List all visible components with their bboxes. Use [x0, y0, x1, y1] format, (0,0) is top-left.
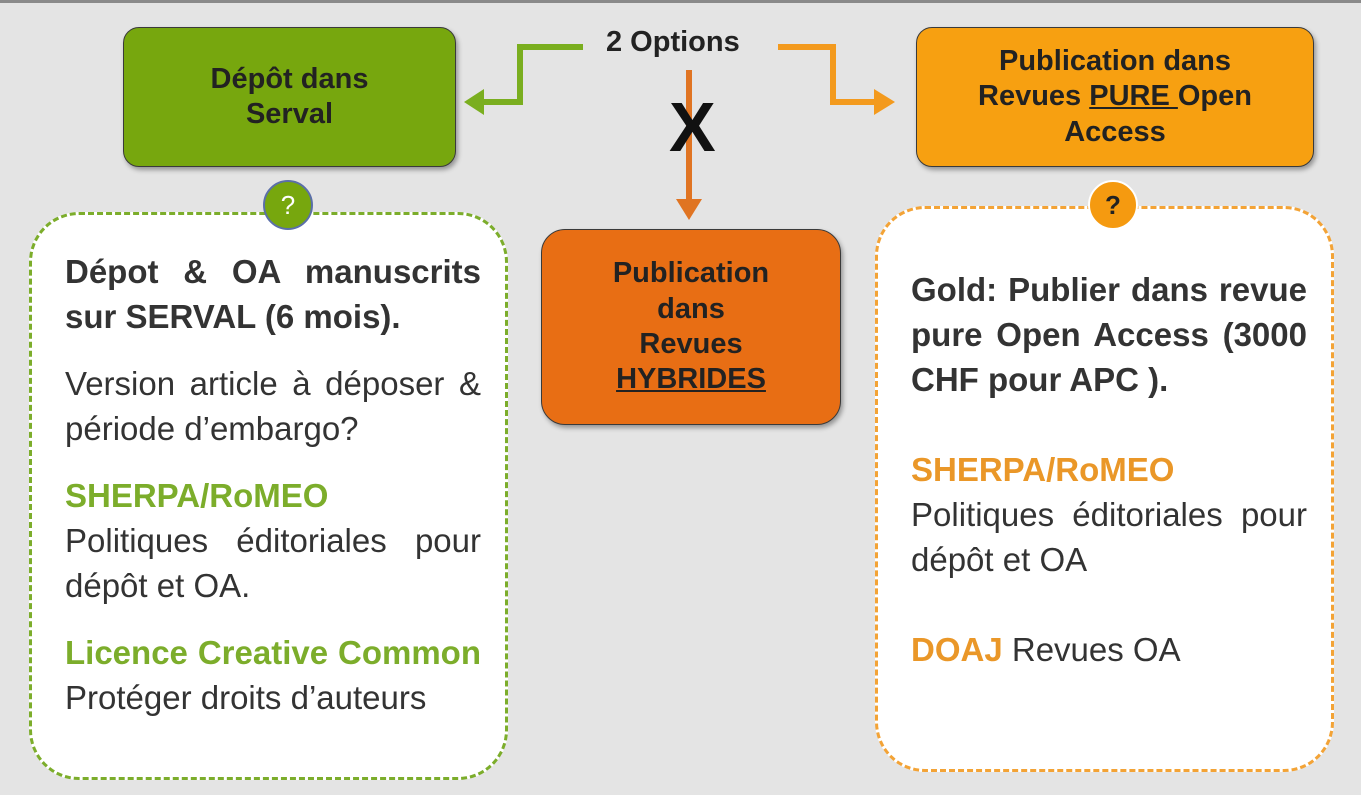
hybrid-journals-box: Publication dans Revues HYBRIDES: [541, 229, 841, 425]
creative-common-desc: Protéger droits d’auteurs: [65, 679, 427, 716]
arrow-head-hybrides: [676, 199, 702, 220]
deposit-serval-box: Dépôt dans Serval: [123, 27, 456, 167]
arrow-head-serval: [464, 89, 484, 115]
deposit-serval-line2: Serval: [245, 98, 334, 130]
pure-open-access-box: Publication dans Revues PURE Open Access: [916, 27, 1314, 167]
gold-oa-text: Gold: Publier dans revue pure Open Acces…: [911, 271, 1307, 398]
pure-oa-underlined: PURE: [1089, 80, 1178, 113]
creative-common-paragraph: Licence Creative Common Protéger droits …: [65, 630, 481, 720]
sherpa-romeo-link[interactable]: SHERPA/RoMEO: [65, 477, 329, 514]
sherpa-romeo-desc-right: Politiques éditoriales pour dépôt et OA: [911, 496, 1307, 578]
help-question-icon-left[interactable]: ?: [263, 180, 313, 230]
sherpa-romeo-desc: Politiques éditoriales pour dépôt et OA.: [65, 522, 481, 604]
pure-oa-line1: Publication dans: [998, 44, 1232, 77]
pure-oa-line2-pre: Revues: [978, 80, 1090, 113]
doaj-desc: Revues OA: [1011, 631, 1181, 668]
hybrid-line2: dans: [657, 292, 725, 325]
pure-oa-line3: Access: [1064, 115, 1166, 148]
arrow-to-pure-oa: [778, 44, 886, 105]
deposit-serval-line1: Dépôt dans: [210, 62, 369, 95]
hybrid-line1: Publication: [612, 257, 770, 290]
hybrid-line3: Revues: [639, 328, 743, 360]
embargo-question-text: Version article à déposer & période d’em…: [65, 365, 481, 447]
cross-mark: X: [669, 88, 716, 166]
options-label: 2 Options: [606, 26, 740, 58]
sherpa-romeo-link-right[interactable]: SHERPA/RoMEO: [911, 451, 1175, 488]
hybrid-line4: HYBRIDES: [616, 363, 766, 396]
help-question-icon-right[interactable]: ?: [1088, 180, 1138, 230]
doaj-link[interactable]: DOAJ: [911, 631, 1003, 668]
sherpa-romeo-paragraph: SHERPA/RoMEO Politiques éditoriales pour…: [65, 473, 481, 608]
pure-oa-info-panel: Gold: Publier dans revue pure Open Acces…: [875, 206, 1334, 772]
arrow-head-pure-oa: [874, 89, 895, 115]
serval-manuscripts-text: Dépot & OA manuscrits sur SERVAL (6 mois…: [65, 253, 481, 335]
arrow-to-serval: [470, 44, 583, 105]
serval-info-panel: Dépot & OA manuscrits sur SERVAL (6 mois…: [29, 212, 508, 780]
top-border: [0, 0, 1361, 3]
pure-oa-line2-post: Open: [1177, 80, 1252, 113]
creative-common-link[interactable]: Licence Creative Common: [65, 634, 481, 671]
doaj-paragraph: DOAJ Revues OA: [911, 627, 1307, 672]
sherpa-romeo-paragraph-right: SHERPA/RoMEO Politiques éditoriales pour…: [911, 447, 1307, 582]
